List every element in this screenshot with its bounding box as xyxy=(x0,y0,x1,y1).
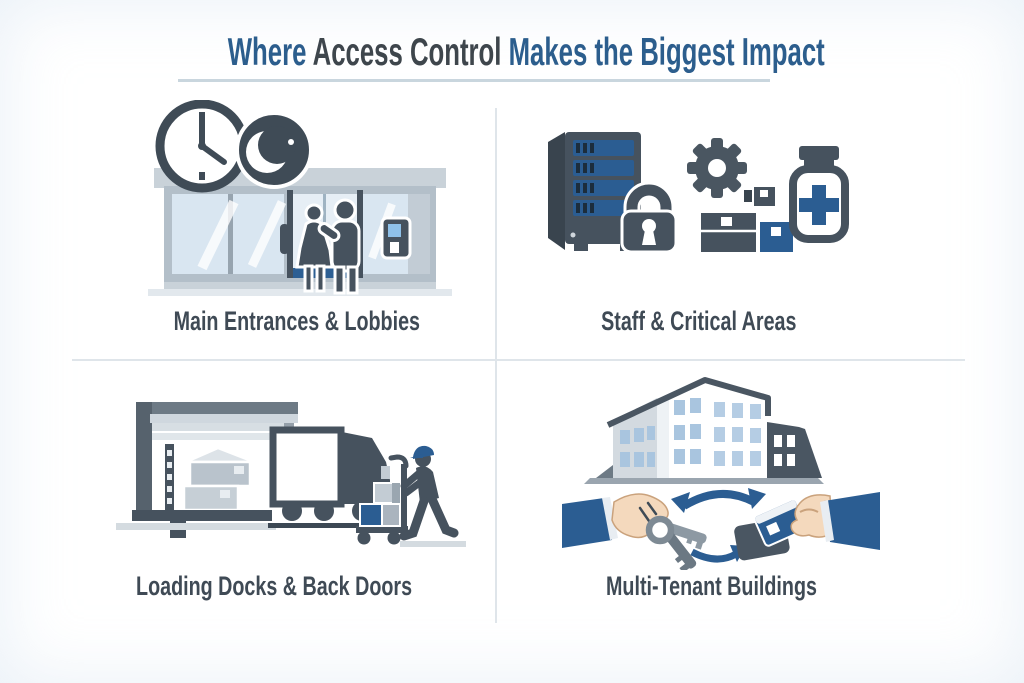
worker-with-hand-truck-icon xyxy=(356,445,466,547)
quadrant-label-multi-tenant: Multi-Tenant Buildings xyxy=(605,571,817,601)
card-reader-icon xyxy=(380,216,412,260)
storage-boxes-icon xyxy=(699,185,795,254)
page-title: Where Access Control Makes the Biggest I… xyxy=(74,31,874,74)
hand-with-keys-icon xyxy=(562,493,707,570)
padlock-icon xyxy=(620,181,678,254)
quadrant-label-loading-docks: Loading Docks & Back Doors xyxy=(135,571,413,601)
title-underline xyxy=(178,79,770,82)
storefront-entrance-clock-moon-icon xyxy=(148,100,452,296)
apartment-building-icon xyxy=(584,377,824,484)
vertical-divider xyxy=(495,108,497,623)
loading-dock-truck-worker-icon xyxy=(116,402,466,547)
access-card-icon xyxy=(753,498,809,547)
two-people-silhouettes xyxy=(295,198,361,295)
clock-icon xyxy=(155,100,249,193)
worker-silhouette xyxy=(399,445,459,541)
quadrant-label-staff-critical: Staff & Critical Areas xyxy=(601,306,797,336)
title-segment: Access Control xyxy=(312,31,509,74)
quadrant-label-main-entrances: Main Entrances & Lobbies xyxy=(173,306,421,336)
keys-icon xyxy=(645,515,707,570)
building-key-card-exchange-icon xyxy=(562,377,880,570)
crescent-moon-icon xyxy=(235,111,313,189)
hand-truck-icon xyxy=(356,454,409,545)
medicine-bottle-icon xyxy=(789,146,849,243)
server-padlock-gear-supplies-icon xyxy=(548,132,849,254)
box-truck-icon xyxy=(268,426,390,528)
hand-with-access-card-icon xyxy=(734,492,880,561)
horizontal-divider xyxy=(72,359,965,361)
title-segment: Where xyxy=(227,31,313,74)
title-segment: Makes the Biggest Impact xyxy=(508,31,825,74)
gear-icon xyxy=(687,138,747,198)
